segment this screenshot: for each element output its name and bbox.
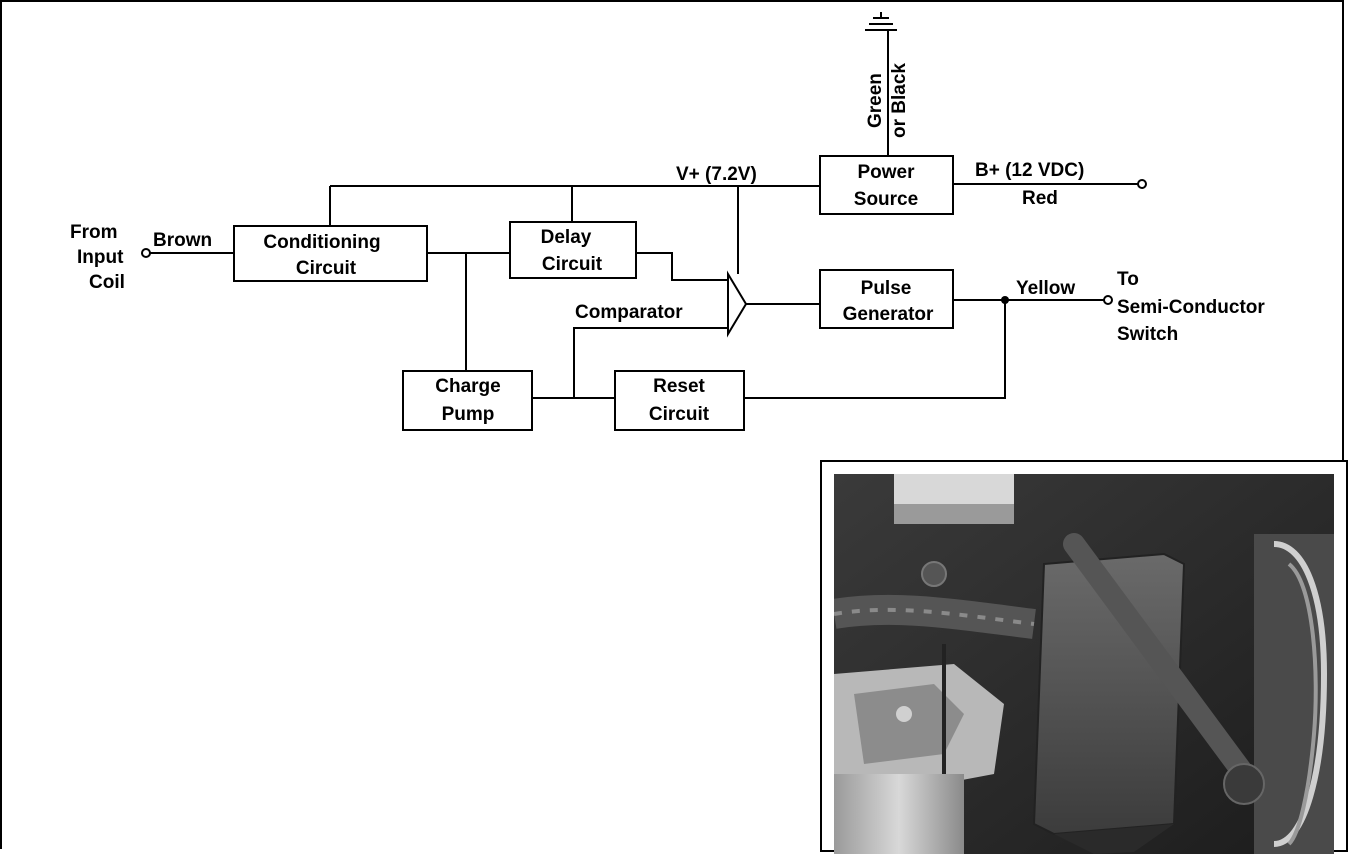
delay-label-2: Circuit bbox=[542, 254, 603, 275]
photo-frame bbox=[820, 460, 1348, 852]
comparator-label: Comparator bbox=[575, 302, 683, 323]
pulse-label-2: Generator bbox=[843, 304, 934, 325]
vplus-label: V+ (7.2V) bbox=[676, 164, 757, 185]
reset-label-2: Circuit bbox=[649, 404, 710, 425]
to-label-3: Switch bbox=[1117, 324, 1178, 345]
input-terminal bbox=[142, 249, 150, 257]
from-label-3: Coil bbox=[89, 272, 125, 293]
photo-of-module-icon bbox=[834, 474, 1334, 854]
output-terminal bbox=[1104, 296, 1112, 304]
brown-label: Brown bbox=[153, 230, 212, 251]
from-label-2: Input bbox=[77, 247, 124, 268]
to-label-1: To bbox=[1117, 269, 1139, 290]
ground-wire-label: Green bbox=[865, 73, 886, 128]
charge-pump-label-2: Pump bbox=[442, 404, 495, 425]
pulse-label-1: Pulse bbox=[861, 278, 912, 299]
conditioning-label-2: Circuit bbox=[296, 258, 357, 279]
comparator-symbol bbox=[728, 274, 746, 334]
from-label-1: From bbox=[70, 222, 118, 243]
power-source-label-2: Source bbox=[854, 189, 918, 210]
ground-wire-label-2: or Black bbox=[889, 63, 910, 138]
ground-symbol-icon bbox=[865, 12, 897, 30]
bplus-terminal bbox=[1138, 180, 1146, 188]
to-label-2: Semi-Conductor bbox=[1117, 297, 1265, 318]
reset-label-1: Reset bbox=[653, 376, 705, 397]
charge-pump-label-1: Charge bbox=[435, 376, 500, 397]
delay-label-1: Delay bbox=[541, 227, 592, 248]
power-source-label-1: Power bbox=[857, 162, 915, 183]
yellow-label: Yellow bbox=[1016, 278, 1075, 299]
conditioning-label-1: Conditioning bbox=[263, 232, 380, 253]
module-photo bbox=[834, 474, 1334, 854]
bplus-label: B+ (12 VDC) bbox=[975, 160, 1084, 181]
red-label: Red bbox=[1022, 188, 1058, 209]
block-diagram: Green or Black V+ (7.2V) Power Source B+… bbox=[0, 0, 1348, 460]
